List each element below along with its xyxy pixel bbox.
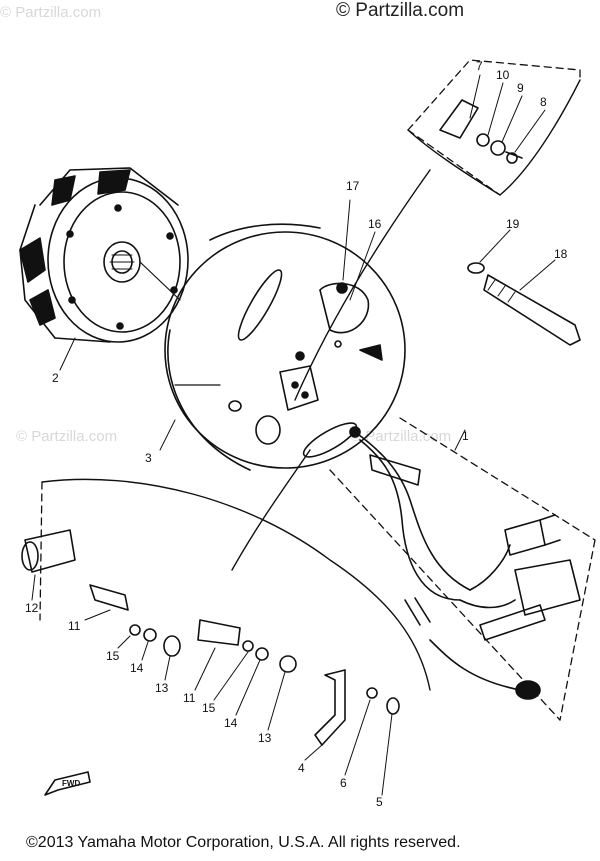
watermark-corner: © Partzilla.com: [0, 4, 102, 21]
callout-16: 16: [368, 217, 382, 231]
dashed-boundaries: [39, 59, 596, 721]
copyright-notice: ©2013 Yamaha Motor Corporation, U.S.A. A…: [26, 834, 461, 851]
callout-numbers: 7 10 9 8 17 16 19 18 2 3 1 12 11 15 14 1…: [25, 59, 568, 809]
exploded-parts-diagram: FWD 7 10 9 8 17 16 19 18 2 3 1 12 11 15 …: [19, 59, 596, 809]
flywheel-rotor: [19, 167, 189, 343]
fwd-label: FWD: [62, 779, 80, 788]
callout-15-left: 15: [106, 649, 120, 663]
callout-5: 5: [376, 795, 383, 809]
brush-holder-parts: [21, 529, 400, 746]
callout-13-right: 13: [258, 731, 272, 745]
callout-11-left: 11: [68, 619, 81, 633]
stator-assembly: [164, 223, 406, 471]
watermark-top: © Partzilla.com: [336, 0, 465, 21]
callout-19: 19: [506, 217, 520, 231]
callout-10: 10: [496, 68, 510, 82]
callout-3: 3: [145, 451, 152, 465]
callout-17: 17: [346, 179, 360, 193]
callout-15-right: 15: [202, 701, 216, 715]
callout-12: 12: [25, 601, 39, 615]
callout-4: 4: [298, 761, 305, 775]
watermark-right: © Partzilla.com: [350, 428, 452, 445]
callout-2: 2: [52, 371, 59, 385]
callout-1: 1: [462, 429, 469, 443]
callout-18: 18: [554, 247, 568, 261]
wiring-harness: [354, 431, 581, 700]
fwd-arrow: FWD: [44, 771, 91, 796]
leader-lines: [31, 74, 556, 796]
watermark-left: © Partzilla.com: [16, 428, 118, 445]
contact-breaker-parts: [439, 99, 523, 164]
callout-6: 6: [340, 776, 347, 790]
callout-11-right: 11: [183, 691, 196, 705]
callout-8: 8: [540, 95, 547, 109]
callout-7: 7: [476, 59, 483, 73]
callout-13-left: 13: [155, 681, 169, 695]
callout-14-right: 14: [224, 716, 238, 730]
bolt-washer: [467, 262, 581, 346]
callout-9: 9: [517, 81, 524, 95]
callout-14-left: 14: [130, 661, 144, 675]
